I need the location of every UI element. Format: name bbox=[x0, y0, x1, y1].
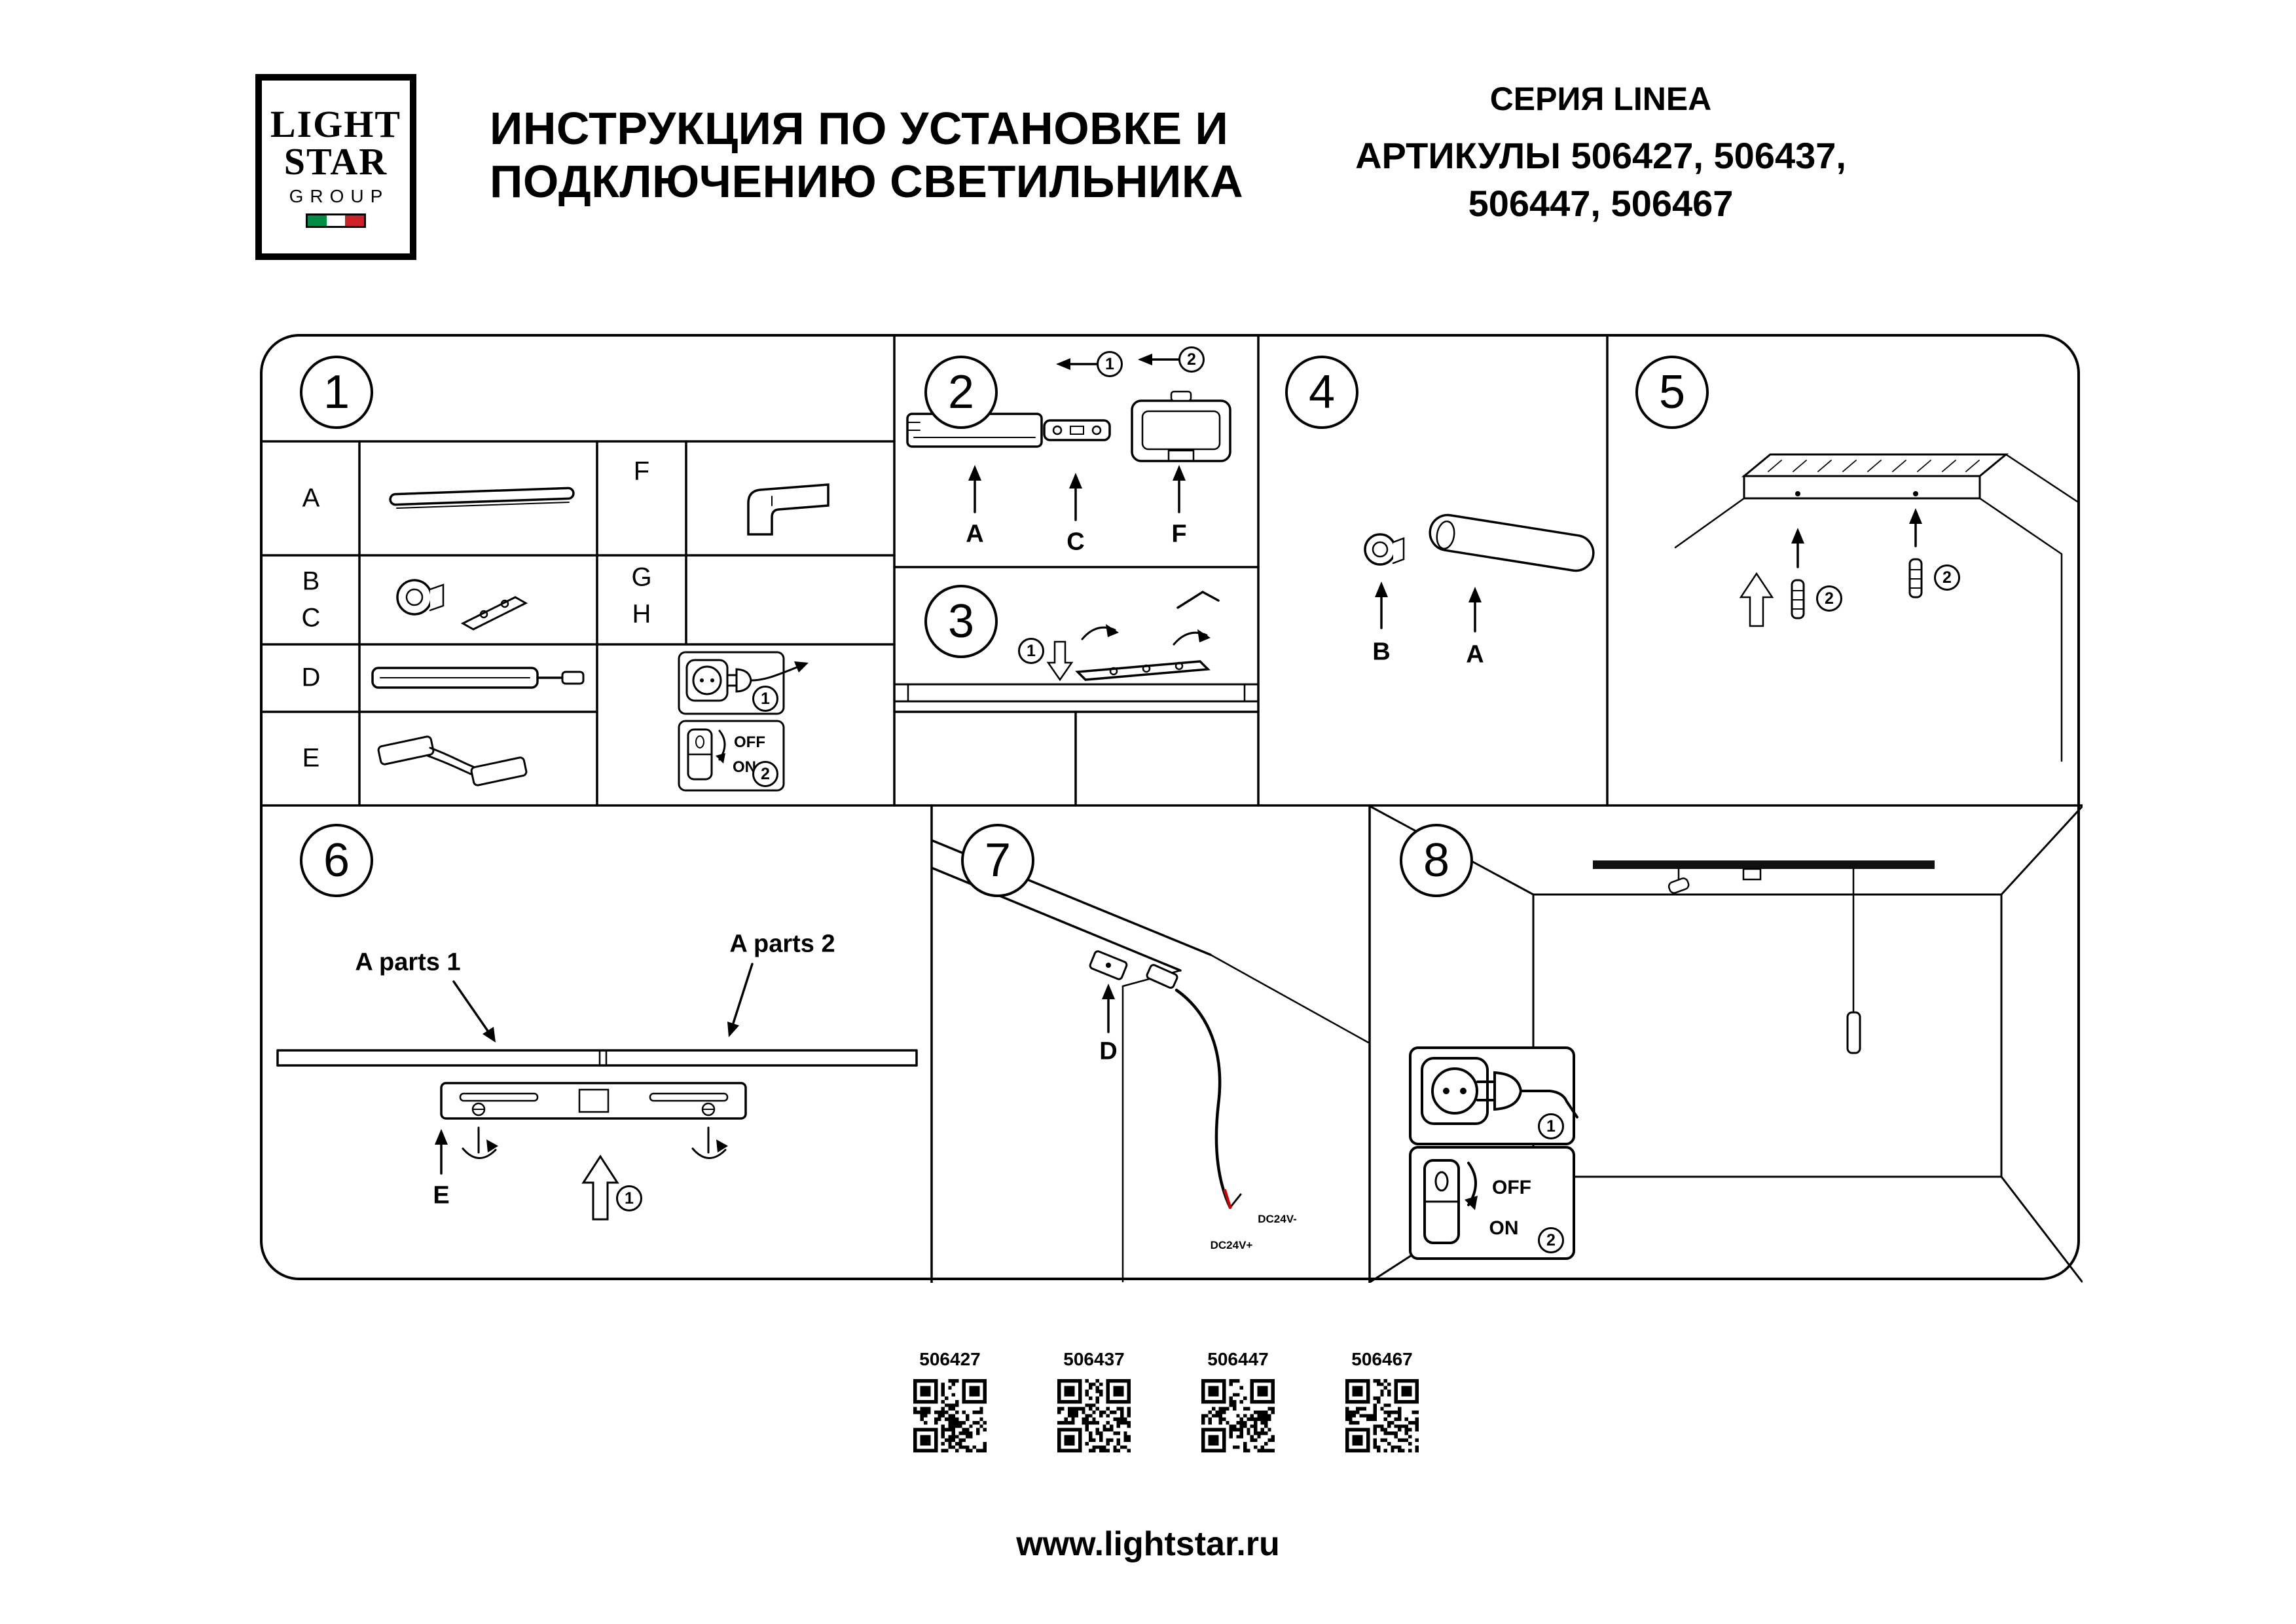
page-title: ИНСТРУКЦИЯ ПО УСТАНОВКЕ И ПОДКЛЮЧЕНИЮ СВ… bbox=[490, 102, 1243, 208]
qr-code-icon bbox=[913, 1379, 987, 1452]
step-circle-1: 1 bbox=[752, 686, 778, 712]
title-line-1: ИНСТРУКЦИЯ ПО УСТАНОВКЕ И bbox=[490, 103, 1229, 154]
qr-code-icon bbox=[1057, 1379, 1131, 1452]
a-parts-1-label: A parts 1 bbox=[355, 948, 461, 976]
switch-off-label: OFF bbox=[734, 733, 765, 751]
switch-off-label: OFF bbox=[1492, 1177, 1531, 1198]
switch-on-label: ON bbox=[1489, 1217, 1519, 1239]
website-url: www.lightstar.ru bbox=[1016, 1525, 1280, 1563]
panel1-parts-drawings bbox=[371, 483, 829, 792]
step-circle-2: 2 bbox=[752, 761, 778, 787]
qr-code-icon bbox=[1345, 1379, 1419, 1452]
series-info: СЕРИЯ LINEA АРТИКУЛЫ 506427, 506437, 506… bbox=[1306, 80, 1895, 228]
part-label-d: D bbox=[1099, 1037, 1118, 1065]
part-label-f: F bbox=[1171, 520, 1187, 548]
step-circle-1: 1 bbox=[1097, 351, 1123, 377]
logo-text-star: STAR bbox=[283, 140, 388, 183]
part-label-a: A bbox=[302, 483, 320, 513]
panel-5-number: 5 bbox=[1635, 356, 1709, 429]
lightstar-logo: LIGHT STAR GROUP bbox=[255, 74, 416, 260]
panel-1-number: 1 bbox=[300, 356, 373, 429]
article-number: 506467 bbox=[1351, 1349, 1413, 1369]
italy-flag-icon bbox=[306, 213, 366, 228]
logo-text-group: GROUP bbox=[289, 185, 390, 206]
panel4-drawings bbox=[1364, 513, 1595, 633]
step-circle-1: 1 bbox=[1538, 1113, 1564, 1139]
article-number: 506437 bbox=[1063, 1349, 1125, 1369]
qr-codes-row: 506427 506437 506447 506467 bbox=[913, 1349, 1419, 1452]
panel3-drawings bbox=[894, 590, 1258, 703]
step-circle-2: 2 bbox=[1934, 564, 1960, 591]
panel-2-number: 2 bbox=[924, 356, 998, 429]
panel-grid-lines bbox=[263, 337, 2083, 1283]
panel6-drawings bbox=[276, 963, 918, 1221]
panel-7-number: 7 bbox=[961, 824, 1034, 897]
panel7-drawings bbox=[932, 840, 1370, 1283]
qr-item: 506447 bbox=[1201, 1349, 1275, 1452]
part-label-a: A bbox=[966, 520, 984, 548]
panel5-drawings bbox=[1674, 453, 2079, 762]
part-label-f: F bbox=[633, 456, 650, 486]
title-line-2: ПОДКЛЮЧЕНИЮ СВЕТИЛЬНИКА bbox=[490, 156, 1244, 208]
panel8-drawings bbox=[1370, 805, 2083, 1283]
articles-line-2: 506447, 506467 bbox=[1468, 182, 1734, 224]
step-circle-2: 2 bbox=[1816, 585, 1842, 612]
logo-text-light: LIGHT bbox=[270, 103, 402, 146]
diagram-artwork bbox=[263, 337, 2083, 1283]
part-label-c: C bbox=[301, 603, 321, 633]
qr-item: 506467 bbox=[1345, 1349, 1419, 1452]
qr-item: 506427 bbox=[913, 1349, 987, 1452]
step-circle-1: 1 bbox=[1018, 638, 1044, 664]
panel-3-number: 3 bbox=[924, 585, 998, 658]
diagram-board: 1 2 3 4 5 6 7 8 A B C D E F G H OFF ON 1… bbox=[260, 334, 2083, 1283]
part-label-e: E bbox=[433, 1181, 450, 1209]
part-label-d: D bbox=[301, 663, 321, 692]
qr-code-icon bbox=[1201, 1379, 1275, 1452]
panel-8-number: 8 bbox=[1400, 824, 1473, 897]
dc24v-plus-label: DC24V+ bbox=[1210, 1239, 1253, 1251]
series-name: СЕРИЯ LINEA bbox=[1489, 81, 1712, 117]
step-circle-2: 2 bbox=[1178, 346, 1205, 373]
part-label-c: C bbox=[1066, 528, 1085, 556]
dc24v-minus-label: DC24V- bbox=[1258, 1213, 1297, 1225]
part-label-g: G bbox=[631, 563, 652, 592]
panel-4-number: 4 bbox=[1285, 356, 1358, 429]
part-label-e: E bbox=[302, 743, 320, 773]
panel-6-number: 6 bbox=[300, 824, 373, 897]
articles-line-1: АРТИКУЛЫ 506427, 506437, bbox=[1355, 135, 1846, 176]
part-label-b: B bbox=[1372, 638, 1391, 666]
step-circle-2: 2 bbox=[1538, 1227, 1564, 1253]
part-label-b: B bbox=[302, 566, 320, 596]
part-label-a: A bbox=[1466, 640, 1484, 669]
a-parts-2-label: A parts 2 bbox=[729, 930, 835, 958]
article-number: 506427 bbox=[919, 1349, 981, 1369]
article-number: 506447 bbox=[1207, 1349, 1269, 1369]
part-label-h: H bbox=[632, 599, 651, 629]
qr-item: 506437 bbox=[1057, 1349, 1131, 1452]
step-circle-1: 1 bbox=[616, 1185, 642, 1211]
